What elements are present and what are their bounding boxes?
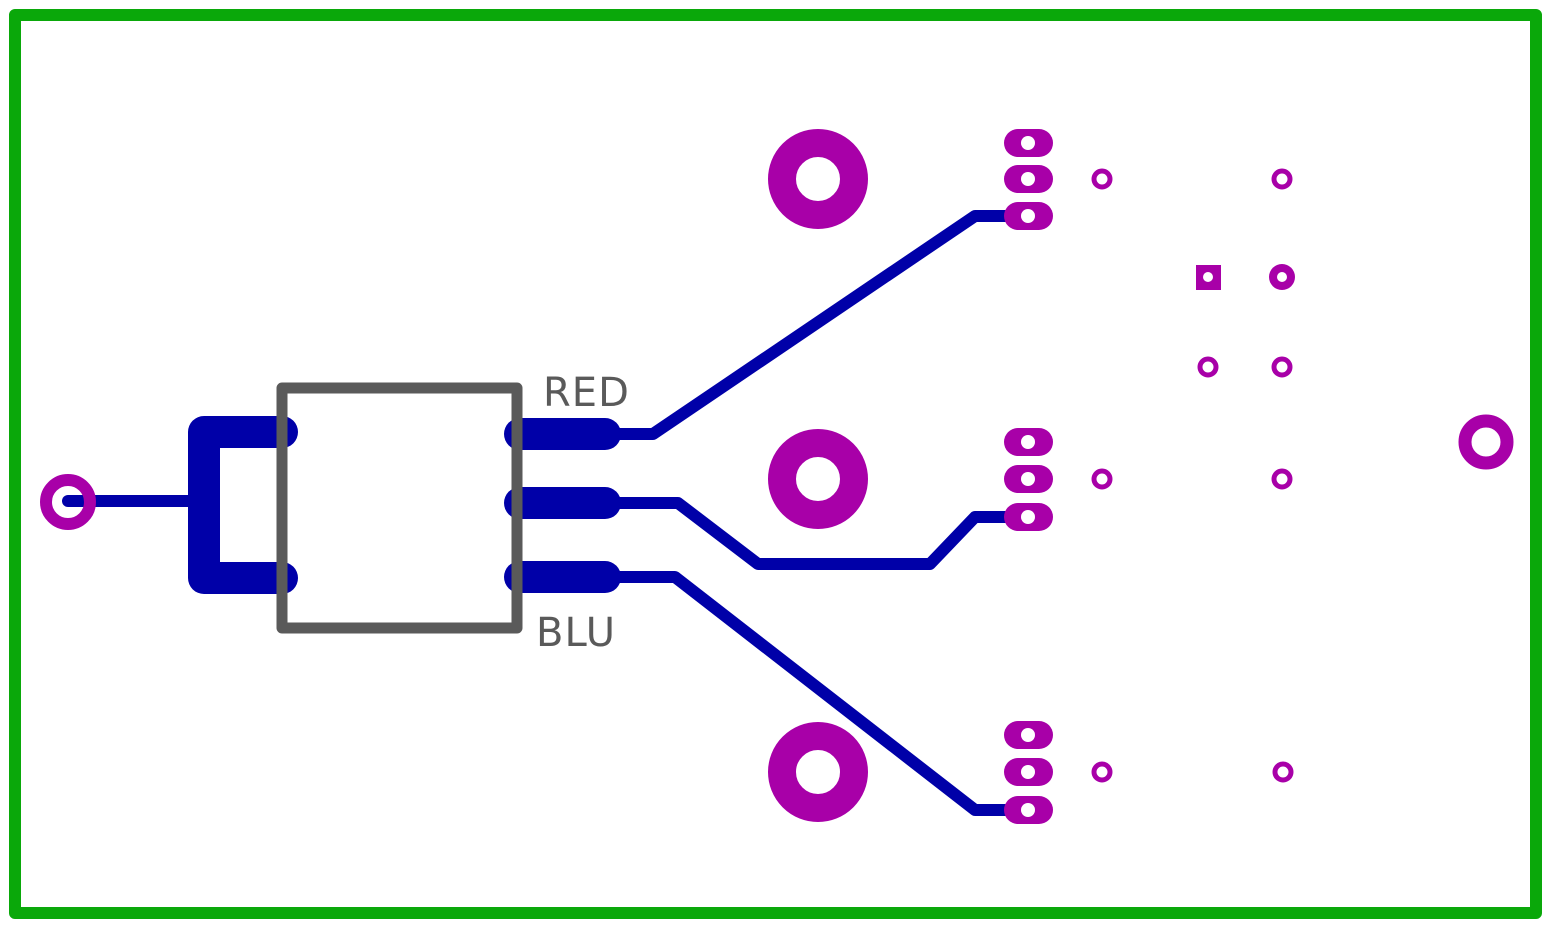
via (1197, 356, 1219, 378)
trace-mid (599, 497, 1034, 570)
via (1271, 468, 1293, 490)
switch-bracket (188, 416, 298, 594)
copper-traces (62, 210, 1034, 816)
via (1091, 761, 1113, 783)
trace-red (599, 210, 1034, 440)
pad-output (1458, 414, 1514, 470)
square-pad-hole (1203, 272, 1213, 282)
mounting-hole-bottom (768, 722, 868, 822)
pad-hole (1021, 209, 1035, 223)
board-outline (9, 9, 1542, 919)
led-1-pads (1004, 129, 1053, 230)
label-blu: BLU (536, 610, 616, 656)
pad-hole (1021, 803, 1035, 817)
mounting-hole-middle (768, 429, 868, 529)
label-red: RED (543, 370, 630, 416)
via (1271, 168, 1293, 190)
led-3-pads (1004, 721, 1053, 824)
pad-input (40, 474, 96, 530)
via (1272, 761, 1294, 783)
pads (40, 129, 1514, 824)
pad-hole (1021, 172, 1035, 186)
pad-hole (1021, 765, 1035, 779)
via (1091, 468, 1113, 490)
round-pad-hole (1277, 272, 1287, 282)
pad-hole (1021, 136, 1035, 150)
via (1271, 356, 1293, 378)
pad-hole (1021, 472, 1035, 486)
pad-hole (1021, 728, 1035, 742)
switch-body-outline (276, 382, 523, 634)
led-2-pads (1004, 428, 1053, 531)
pad-hole (1021, 510, 1035, 524)
via (1091, 168, 1113, 190)
mounting-hole-top (768, 129, 868, 229)
pad-hole (1021, 435, 1035, 449)
trace-blu (599, 571, 1034, 816)
small-vias (1091, 168, 1294, 783)
